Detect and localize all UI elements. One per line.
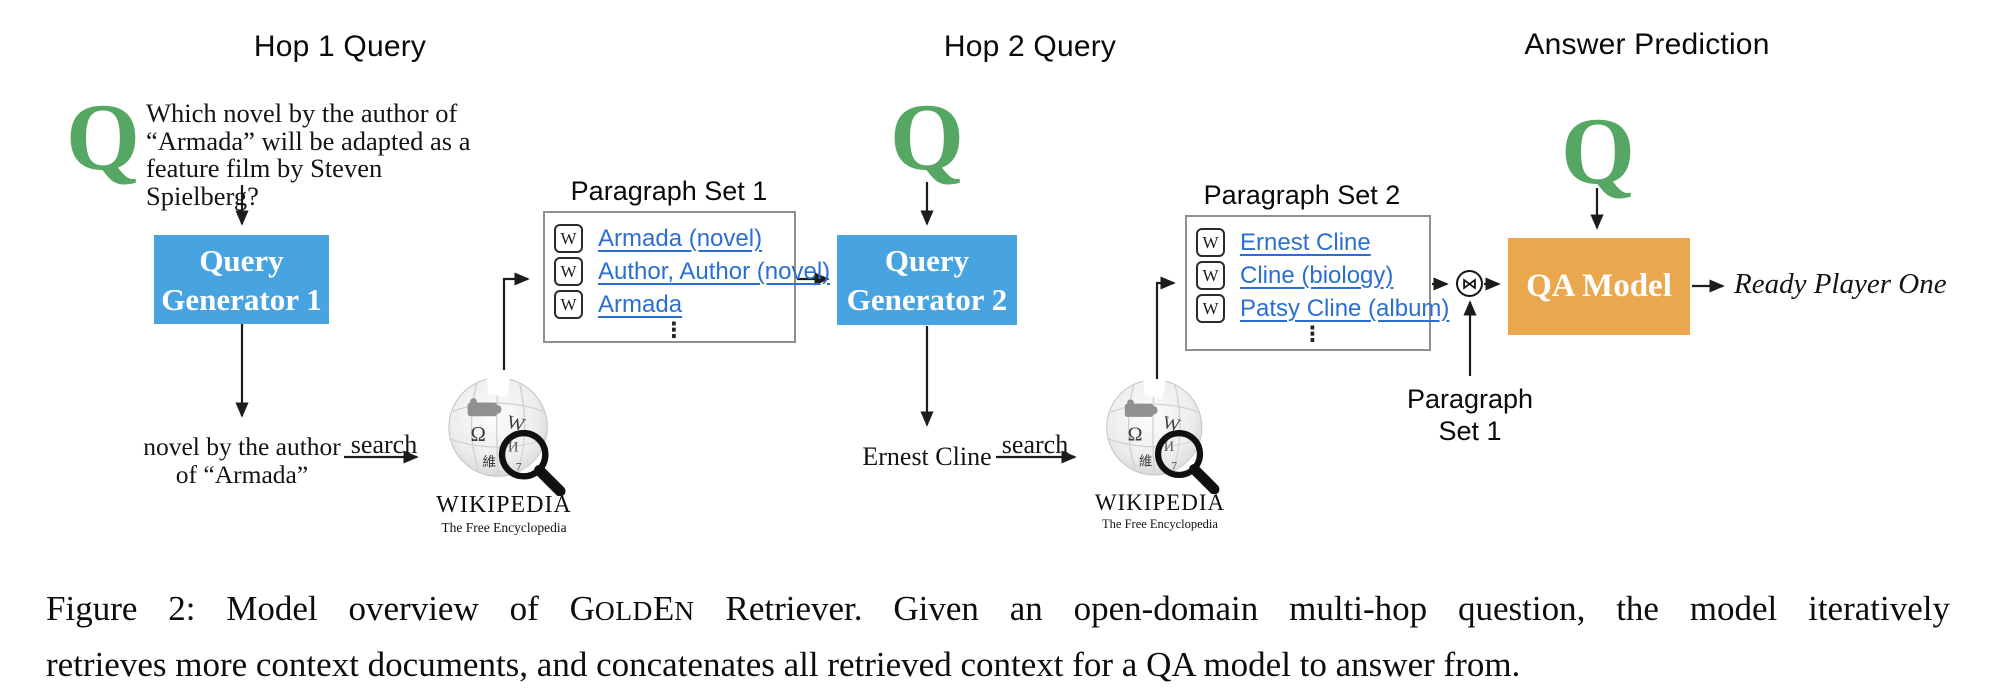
brand-smallcaps-old: OLD (594, 595, 653, 626)
paragraph-set-1-row-2: W Author, Author (novel) (554, 255, 830, 288)
wikipedia-w-icon: W (1196, 261, 1225, 290)
hop2-q-icon: Q (890, 84, 964, 190)
query-generator-2-box: Query Generator 2 (837, 235, 1017, 325)
paragraph-set-2-row-2: W Cline (biology) (1196, 259, 1429, 292)
wiki-link-armada[interactable]: Armada (598, 290, 683, 318)
svg-text:7: 7 (516, 459, 522, 473)
wikipedia-w-icon: W (1196, 294, 1225, 323)
hop2-generated-query: Ernest Cline (862, 442, 992, 471)
query-generator-2-label-line1: Query (884, 243, 970, 278)
wikipedia-w-icon: W (554, 290, 583, 319)
query-generator-1-box: Query Generator 1 (154, 235, 329, 324)
header-hop2-query: Hop 2 Query (943, 30, 1117, 63)
query-generator-1-label-line1: Query (199, 242, 284, 278)
brand-letter-e: E (652, 589, 675, 628)
wiki-link-patsy-cline-album[interactable]: Patsy Cline (album) (1240, 294, 1450, 322)
ellipsis-more-items: ⋮ (1302, 322, 1323, 346)
figure-caption: Figure 2: Model overview of GOLDEN Retri… (46, 582, 1950, 692)
svg-text:Ω: Ω (471, 424, 486, 446)
wikipedia-tagline: The Free Encyclopedia (1102, 517, 1218, 531)
qa-model-box: QA Model (1508, 238, 1690, 335)
wikipedia-globe-icon: W Ω И 維 7 (1106, 377, 1220, 494)
concat-join-node: ⋈ (1456, 270, 1483, 297)
query-generator-2-label-line2: Generator 2 (846, 282, 1008, 317)
paragraph-feed-line1: Paragraph (1406, 384, 1534, 414)
svg-text:И: И (508, 440, 519, 456)
caption-line1-suffix: Retriever. Given an open-domain multi-ho… (694, 589, 1950, 628)
svg-text:7: 7 (1171, 460, 1177, 472)
brand-letter-g: G (569, 589, 595, 628)
wikipedia-wordmark: WIKIPEDIA (436, 492, 572, 518)
wikipedia-logo-2: W Ω И 維 7 WIKIPEDIA The Free Encyclopedi… (1085, 376, 1235, 532)
wiki-link-armada-novel[interactable]: Armada (novel) (598, 224, 763, 252)
wikipedia-w-icon: W (554, 257, 583, 286)
svg-text:維: 維 (482, 454, 496, 469)
query-generator-1-label-line2: Generator 1 (161, 281, 322, 317)
question-line-2: “Armada” will be adapted as a (146, 125, 471, 156)
search-label-2: search (1001, 430, 1069, 459)
wikipedia-logo-1: W Ω И 維 7 WIKIPEDIA The Free Encyclopedi… (429, 374, 579, 536)
wiki-link-cline-biology[interactable]: Cline (biology) (1240, 261, 1394, 289)
paragraph-set-2-box: W Ernest Cline W Cline (biology) W Patsy… (1185, 215, 1449, 351)
answer-q-icon: Q (1561, 98, 1635, 204)
paragraph-set-1-title: Paragraph Set 1 (570, 176, 768, 206)
header-answer-prediction: Answer Prediction (1524, 28, 1770, 61)
question-line-1: Which novel by the author of (146, 98, 458, 128)
question-line-3: feature film by Steven Spielberg? (146, 153, 383, 211)
paragraph-set-1-row-3: W Armada (554, 288, 794, 321)
hop1-query-line2: of “Armada” (175, 460, 309, 489)
hop1-generated-query: novel by the author of “Armada” (117, 433, 367, 489)
wiki-link-author-author-novel[interactable]: Author, Author (novel) (598, 257, 831, 285)
predicted-answer: Ready Player One (1734, 268, 1947, 300)
caption-line-1: Figure 2: Model overview of GOLDEN Retri… (46, 582, 1950, 638)
hop1-query-line1: novel by the author (143, 432, 341, 461)
svg-text:И: И (1164, 439, 1174, 455)
caption-line-2: retrieves more context documents, and co… (46, 645, 1521, 684)
wiki-link-ernest-cline[interactable]: Ernest Cline (1240, 228, 1371, 256)
wikipedia-wordmark: WIKIPEDIA (1094, 490, 1226, 515)
question-text: Which novel by the author of “Armada” wi… (146, 98, 476, 211)
paragraph-set-1-row-1: W Armada (novel) (554, 222, 794, 255)
paragraph-set-2-title: Paragraph Set 2 (1203, 180, 1401, 210)
svg-text:W: W (1161, 412, 1183, 436)
header-hop1-query: Hop 1 Query (253, 30, 427, 63)
paragraph-set-1-box: W Armada (novel) W Author, Author (novel… (543, 211, 830, 343)
question-q-icon: Q (66, 84, 140, 190)
brand-smallcaps-n: N (674, 595, 695, 626)
wikipedia-w-icon: W (1196, 228, 1225, 257)
wikipedia-w-icon: W (554, 224, 583, 253)
wikipedia-tagline: The Free Encyclopedia (441, 520, 567, 535)
join-operator-icon: ⋈ (1461, 273, 1478, 293)
paragraph-feed-line2: Set 1 (1438, 416, 1502, 446)
caption-prefix: Figure 2: Model overview of (46, 589, 570, 628)
qa-model-label: QA Model (1526, 268, 1672, 304)
wikipedia-globe-icon: W Ω И 維 7 (448, 375, 566, 496)
ellipsis-more-items: ⋮ (663, 318, 685, 342)
paragraph-set-2-row-3: W Patsy Cline (album) (1196, 292, 1449, 325)
paragraph-set-1-feed-label: Paragraph Set 1 (1395, 383, 1545, 447)
paragraph-set-2-row-1: W Ernest Cline (1196, 226, 1429, 259)
svg-text:維: 維 (1139, 453, 1152, 468)
search-label-1: search (350, 430, 418, 459)
svg-text:Ω: Ω (1128, 424, 1143, 446)
